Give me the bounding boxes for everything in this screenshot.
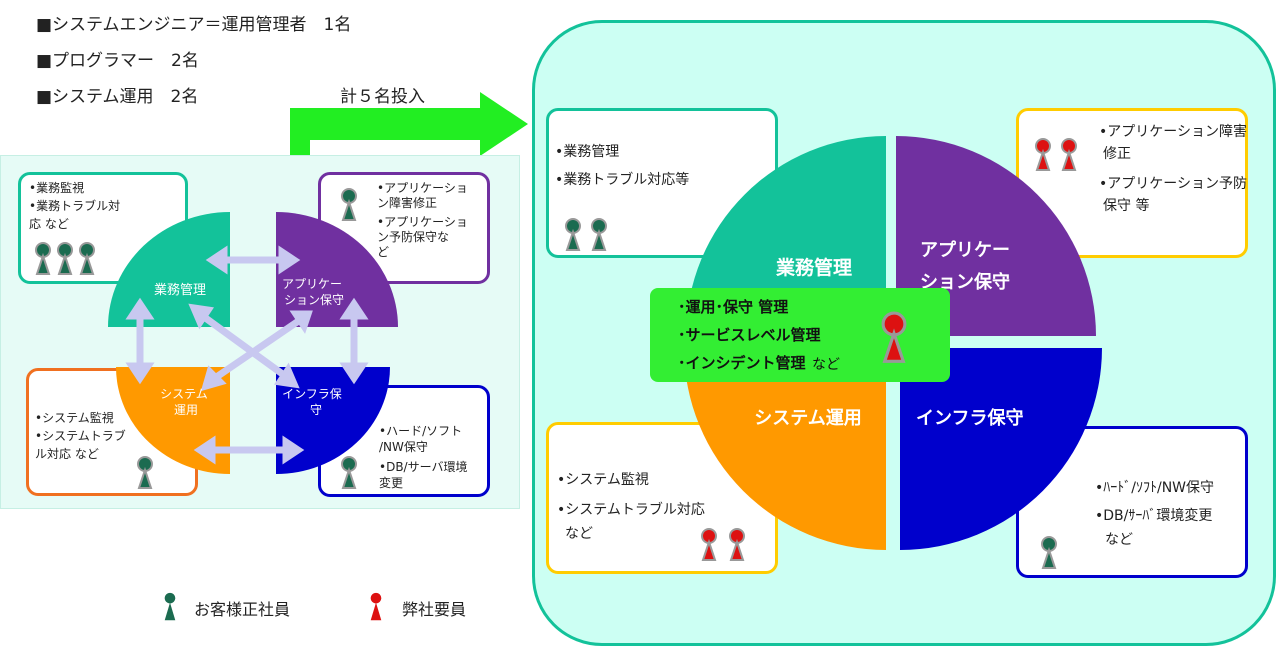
center-text-3: ･インシデント管理 [678, 354, 806, 372]
left-app-text-5: ど [377, 245, 390, 259]
left-infra-text-4: 変更 [379, 476, 404, 490]
right-biz-text-2: •業務トラブル対応等 [555, 172, 690, 188]
customer-person-icon [565, 218, 581, 251]
left-sys-text-3: ル対応 など [35, 447, 99, 461]
right-infra-text-1: •ﾊｰﾄﾞ/ｿﾌﾄ/NW保守 [1095, 480, 1215, 496]
customer-person-icon [591, 218, 607, 251]
left-quadrant-application [276, 212, 398, 327]
legend-customer-label: お客様正社員 [194, 600, 291, 619]
left-infra-text-1: •ハード/ソフト [379, 424, 463, 438]
customer-person-icon [35, 242, 51, 275]
center-text-4: など [812, 357, 840, 373]
right-quadrant-application [896, 136, 1096, 336]
right-q-sys-label: システム運用 [754, 408, 861, 429]
left-q-biz-label: 業務管理 [154, 282, 206, 298]
left-biz-text-2: •業務トラブル対 [29, 199, 121, 213]
left-q-app-label-1: アプリケー [282, 277, 342, 291]
customer-person-icon [79, 242, 95, 275]
right-infra-text-2: •DB/ｻｰﾊﾞ環境変更 [1095, 508, 1213, 524]
customer-person-icon [137, 456, 153, 489]
legend-company-label: 弊社要員 [402, 600, 467, 619]
header-programmer: ■プログラマー 2名 [36, 51, 199, 71]
center-text-2: ･サービスレベル管理 [678, 326, 821, 344]
company-person-icon [701, 528, 717, 561]
company-person-icon [881, 311, 907, 363]
left-quadrant-diagram: 業務管理 アプリケー ション保守 システム 運用 インフラ保 守 [108, 212, 398, 474]
customer-person-icon [341, 188, 357, 221]
right-quadrant-business [686, 136, 886, 336]
company-person-icon [1035, 138, 1051, 171]
left-q-infra-label-2: 守 [310, 403, 322, 417]
right-q-app-label-1: アプリケー [920, 239, 1010, 261]
header-total: 計５名投入 [340, 87, 425, 107]
right-biz-text-1: •業務管理 [555, 144, 620, 160]
center-text-1: ･運用･保守 管理 [678, 298, 789, 316]
company-person-icon [1061, 138, 1077, 171]
center-management-box: ･運用･保守 管理 ･サービスレベル管理 ･インシデント管理 など [650, 288, 950, 382]
right-quadrant-diagram: 業務管理 アプリケー ション保守 システム運用 インフラ保守 [684, 136, 1102, 550]
left-app-text-2: ン障害修正 [377, 196, 438, 210]
green-arrow-icon [290, 92, 528, 158]
right-app-text-1: •アプリケーション障害 [1099, 124, 1247, 140]
legend-customer-icon [164, 592, 176, 621]
left-q-app-label-2: ション保守 [284, 293, 344, 307]
right-q-app-label-2: ション保守 [920, 271, 1010, 293]
legend-company-icon [370, 592, 382, 621]
right-sys-text-2: •システムトラブル対応 [557, 502, 705, 518]
customer-person-icon [57, 242, 73, 275]
customer-person-icon [1041, 536, 1057, 569]
left-infra-text-3: •DB/サーバ環境 [379, 460, 468, 474]
left-quadrant-business [108, 212, 230, 327]
left-quadrant-infra [276, 367, 390, 474]
right-infra-text-3: など [1105, 532, 1133, 548]
customer-person-icon [341, 456, 357, 489]
left-app-text-1: •アプリケーショ [377, 181, 468, 195]
right-q-infra-label: インフラ保守 [916, 407, 1023, 429]
left-q-infra-label-1: インフラ保 [282, 387, 342, 401]
left-q-sys-label-1: システム [160, 387, 208, 401]
right-sys-text-3: など [565, 526, 593, 542]
company-person-icon [729, 528, 745, 561]
right-app-text-4: 保守 等 [1103, 198, 1150, 214]
right-quadrant-infra [900, 348, 1102, 550]
left-sys-text-1: •システム監視 [35, 411, 114, 425]
left-app-text-4: ン予防保守な [377, 230, 450, 244]
header-sysops: ■システム運用 2名 [36, 87, 199, 107]
left-app-text-3: •アプリケーショ [377, 215, 468, 229]
left-infra-text-2: /NW保守 [379, 440, 428, 454]
left-biz-text-1: •業務監視 [29, 181, 85, 195]
left-sys-text-2: •システムトラブ [35, 429, 126, 443]
right-app-text-3: •アプリケーション予防 [1099, 176, 1247, 192]
left-biz-text-3: 応 など [29, 217, 69, 231]
left-connector-arrows [125, 245, 369, 465]
left-q-sys-label-2: 運用 [174, 403, 198, 417]
right-q-biz-label: 業務管理 [775, 256, 852, 279]
right-sys-text-1: •システム監視 [557, 472, 649, 488]
right-box-infra: •ﾊｰﾄﾞ/ｿﾌﾄ/NW保守 •DB/ｻｰﾊﾞ環境変更 など [1016, 426, 1248, 578]
header-engineer: ■システムエンジニア＝運用管理者 1名 [36, 15, 352, 35]
right-quadrant-system [684, 348, 886, 550]
right-app-text-2: 修正 [1103, 146, 1131, 162]
